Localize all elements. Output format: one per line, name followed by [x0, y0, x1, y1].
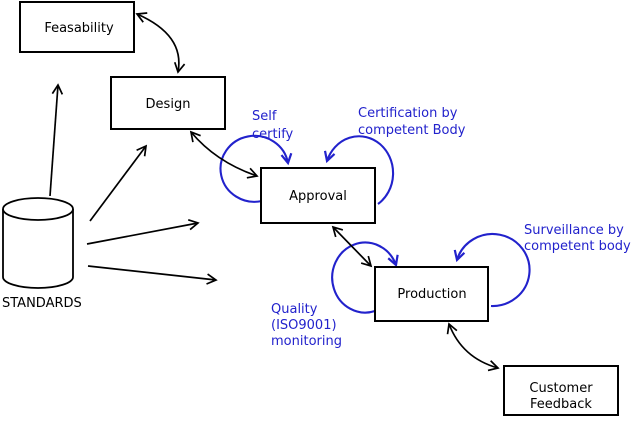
self-certify-line1: Self [252, 109, 277, 124]
annotation-quality: Quality (ISO9001) monitoring [271, 302, 342, 349]
certification-loop-arrow [323, 135, 395, 205]
arrow-production-customer-feedback [446, 322, 500, 372]
annotation-self-certify: Self certify [252, 109, 294, 142]
node-production: Production [374, 266, 489, 322]
approval-label: Approval [289, 189, 347, 204]
feasability-box [19, 1, 135, 53]
certification-line1: Certification by [358, 106, 458, 121]
arrow-standards-approval [86, 218, 200, 245]
standards-cylinder-top [2, 197, 74, 221]
quality-line1: Quality [271, 302, 318, 317]
production-label: Production [397, 287, 466, 302]
arrow-standards-feasability [49, 83, 64, 197]
annotation-certification: Certification by competent Body [358, 106, 466, 138]
node-feasability: Feasability [19, 1, 135, 53]
surveillance-line1: Surveillance by [524, 223, 624, 238]
self-certify-line2: certify [252, 127, 294, 142]
feasability-label: Feasability [44, 21, 114, 36]
arrow-feasability-design [135, 12, 186, 74]
certification-line2: competent Body [358, 123, 466, 138]
node-standards: STANDARDS [2, 197, 82, 311]
quality-line2: (ISO9001) [271, 318, 337, 333]
annotation-surveillance: Surveillance by competent body [524, 223, 631, 254]
node-design: Design [110, 76, 226, 130]
approval-box [260, 167, 376, 224]
arrow-design-approval [189, 130, 259, 179]
quality-line3: monitoring [271, 334, 342, 349]
surveillance-line2: competent body [524, 239, 631, 254]
design-label: Design [146, 97, 191, 112]
node-customer-feedback: Customer Feedback [503, 365, 619, 416]
design-box [110, 76, 226, 130]
production-box [374, 266, 489, 322]
customer-feedback-box [503, 365, 619, 416]
arrow-approval-production [331, 225, 373, 268]
arrow-standards-production [87, 265, 218, 285]
standards-cylinder-body [2, 209, 74, 289]
surveillance-loop-arrow [453, 233, 531, 308]
standards-label: STANDARDS [2, 296, 82, 311]
customer-feedback-label-line1: Customer [529, 381, 593, 396]
arrow-standards-design [89, 144, 148, 222]
customer-feedback-label-line2: Feedback [530, 397, 592, 412]
node-approval: Approval [260, 167, 376, 224]
